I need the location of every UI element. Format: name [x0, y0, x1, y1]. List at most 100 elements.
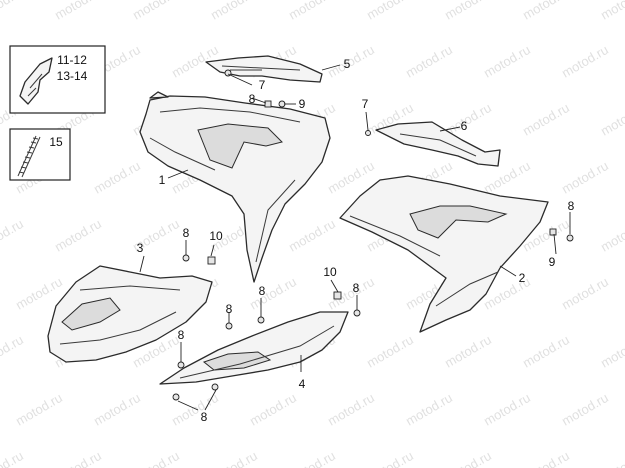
watermark-text: motod.ru [0, 332, 26, 371]
part-4-belly-panel [159, 311, 349, 385]
part-6-detail [399, 133, 477, 157]
part-6-right-bracket [375, 121, 501, 167]
part-5-detail [221, 65, 301, 71]
spring-icon [17, 135, 41, 178]
callout-7: 7 [362, 97, 369, 111]
inset-box-1-line-2: 13-14 [57, 69, 88, 83]
watermark-text: motod.ru [403, 390, 455, 429]
callout-8: 8 [259, 284, 266, 298]
fairing-kit-icon-detail [27, 73, 43, 97]
watermark-text: motod.ru [325, 274, 377, 313]
inset-box-spring: 15 [9, 128, 71, 181]
watermark-text: motod.ru [559, 274, 611, 313]
watermark-text: motod.ru [247, 390, 299, 429]
callout-8: 8 [183, 226, 190, 240]
part-1-body [139, 95, 331, 283]
watermark-text: motod.ru [598, 216, 625, 255]
callout-2: 2 [519, 271, 526, 285]
watermark-text: motod.ru [0, 0, 26, 23]
inset-box-2-line-1: 15 [49, 135, 63, 149]
part-1-left-fairing [139, 91, 331, 283]
watermark-text: motod.ru [208, 0, 260, 23]
part-2-right-fairing [339, 175, 549, 333]
clip-icon [264, 100, 272, 108]
part-4-detail-lines [179, 325, 335, 379]
callout-5: 5 [344, 57, 351, 71]
watermark-text: motod.ru [52, 0, 104, 23]
watermark-text: motod.ru [520, 0, 572, 23]
inset-box-fairing-kit: 11-12 13-14 [9, 45, 106, 114]
watermark-text: motod.ru [0, 216, 26, 255]
callout-6: 6 [461, 119, 468, 133]
part-2-detail-lines [349, 215, 499, 307]
inset-box-1-line-1: 11-12 [57, 53, 87, 67]
watermark-text: motod.ru [325, 390, 377, 429]
watermark-text: motod.ru [91, 390, 143, 429]
watermark-text: motod.ru [442, 332, 494, 371]
clip-icon [333, 291, 342, 300]
watermark-text: motod.ru [364, 332, 416, 371]
callout-4: 4 [299, 377, 306, 391]
watermark-text: motod.ru [520, 100, 572, 139]
callout-9: 9 [299, 97, 306, 111]
part-5-body [205, 55, 323, 83]
callout-8: 8 [249, 92, 256, 106]
watermark-text: motod.ru [208, 448, 260, 468]
watermark-text: motod.ru [481, 42, 533, 81]
callout-8: 8 [568, 199, 575, 213]
watermark-text: motod.ru [442, 0, 494, 23]
part-3-recess [61, 297, 121, 331]
part-6-body [375, 121, 501, 167]
callout-3: 3 [137, 241, 144, 255]
screw-icon [225, 322, 233, 330]
watermark-text: motod.ru [130, 0, 182, 23]
callout-7: 7 [259, 78, 266, 92]
part-1-tab [149, 91, 169, 99]
callout-10: 10 [323, 265, 337, 279]
screw-icon [172, 393, 180, 401]
part-5-upper-bracket [205, 55, 323, 83]
leader-lines [139, 64, 571, 411]
screw-icon [566, 234, 574, 242]
watermark-text: motod.ru [559, 42, 611, 81]
screw-icon [211, 383, 219, 391]
watermark-text: motod.ru [520, 448, 572, 468]
part-4-body [159, 311, 349, 385]
watermark-text: motod.ru [286, 0, 338, 23]
watermark-text: motod.ru [286, 216, 338, 255]
watermark-text: motod.ru [598, 0, 625, 23]
callout-numbers: 5 7 8 9 7 6 1 8 9 2 3 8 10 10 8 8 8 8 4 … [137, 57, 575, 424]
watermark-text: motod.ru [91, 158, 143, 197]
part-3-detail-lines [59, 285, 181, 345]
watermark-text: motod.ru [0, 448, 26, 468]
watermark-text: motod.ru [481, 390, 533, 429]
callout-8: 8 [201, 410, 208, 424]
part-2-vent-outline [409, 205, 508, 239]
callout-10: 10 [209, 229, 223, 243]
watermark-text: motod.ru [403, 42, 455, 81]
callout-1: 1 [159, 173, 166, 187]
part-1-vent-outline [197, 123, 283, 169]
part-1-detail-lines [149, 107, 301, 263]
screw-icon [177, 361, 185, 369]
screw-icon [182, 254, 190, 262]
screw-icon [257, 316, 265, 324]
screw-icon [365, 130, 371, 136]
watermark-text: motod.ru [325, 42, 377, 81]
watermark-text: motod.ru [598, 448, 625, 468]
watermark-text: motod.ru [559, 158, 611, 197]
clip-icon [207, 256, 216, 265]
part-3-lower-panel [47, 265, 213, 363]
watermark-text: motod.ru [442, 448, 494, 468]
watermark-text: motod.ru [559, 390, 611, 429]
watermark-text: motod.ru [13, 390, 65, 429]
watermark-text: motod.ru [130, 448, 182, 468]
part-3-body [47, 265, 213, 363]
watermark-text: motod.ru [364, 0, 416, 23]
screw-icon [353, 309, 361, 317]
watermark-text: motod.ru [364, 448, 416, 468]
watermark-text: motod.ru [52, 448, 104, 468]
watermark-text: motod.ru [286, 448, 338, 468]
